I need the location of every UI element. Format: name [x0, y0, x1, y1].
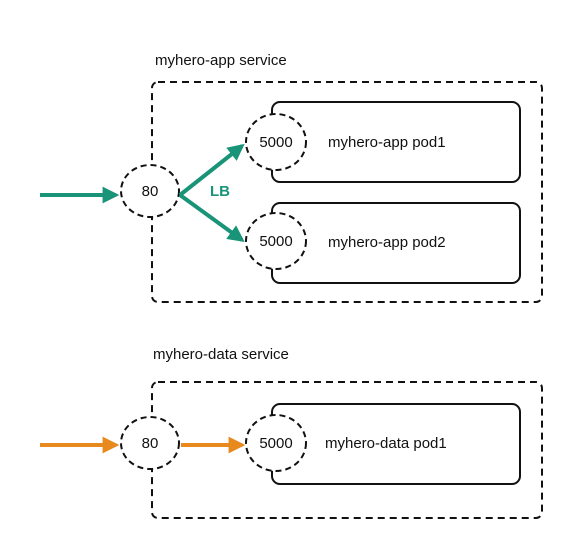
app-pod2-target-port-circle [245, 212, 307, 270]
data-service-boundary [151, 381, 543, 519]
data-pod1-target-port-label: 5000 [259, 435, 292, 452]
lb-arrow-to-pod1 [178, 143, 245, 197]
app-pod2-target-port-label: 5000 [259, 233, 292, 250]
lb-label: LB [210, 183, 230, 200]
app-port-80-circle [120, 164, 180, 218]
app-pod1-target-port-circle [245, 113, 307, 171]
data-port-80-label: 80 [142, 435, 159, 452]
lb-arrow-to-pod2 [178, 193, 245, 242]
app-service-title: myhero-app service [155, 52, 287, 69]
data-pod1-target-port-circle [245, 414, 307, 472]
app-port-80-label: 80 [142, 183, 159, 200]
app-pod1-target-port-label: 5000 [259, 134, 292, 151]
data-service-title: myhero-data service [153, 346, 289, 363]
data-pod1-label: myhero-data pod1 [325, 435, 447, 452]
app-pod1-label: myhero-app pod1 [328, 134, 446, 151]
app-pod2-label: myhero-app pod2 [328, 234, 446, 251]
data-port-80-circle [120, 416, 180, 470]
